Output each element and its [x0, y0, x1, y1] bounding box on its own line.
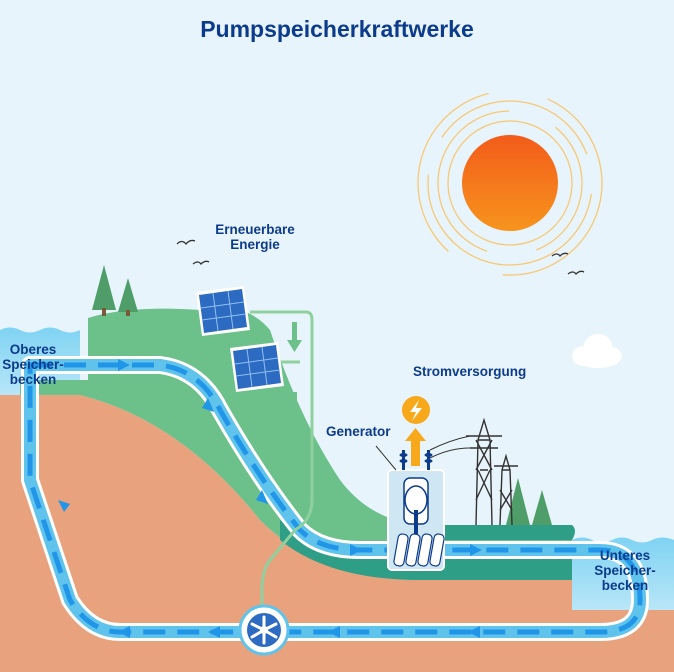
- generator-icon: [375, 445, 445, 571]
- pump-turbine-icon: [238, 604, 290, 656]
- power-pylon-icon: [429, 417, 518, 526]
- generator-label: Generator: [326, 424, 391, 439]
- renewable-energy-label: Erneuerbare Energie: [215, 222, 295, 253]
- upper-reservoir-label: Oberes Speicher- becken: [2, 342, 64, 388]
- sun-icon: [417, 90, 603, 276]
- hill-dark: [280, 520, 572, 580]
- flow-arrows: [58, 359, 482, 638]
- hill: [0, 307, 572, 580]
- solar-panel-icon: [196, 286, 284, 392]
- ground: [0, 395, 674, 672]
- output-arrow: [405, 428, 426, 466]
- bird-icon: [176, 239, 585, 275]
- power-supply-label: Stromversorgung: [413, 364, 527, 379]
- green-arrows: [287, 322, 302, 422]
- lightning-icon: [402, 396, 430, 424]
- cloud-icon: [572, 334, 622, 368]
- page-title: Pumpspeicherkraftwerke: [200, 16, 474, 42]
- lower-reservoir-label: Unteres Speicher- becken: [594, 548, 656, 594]
